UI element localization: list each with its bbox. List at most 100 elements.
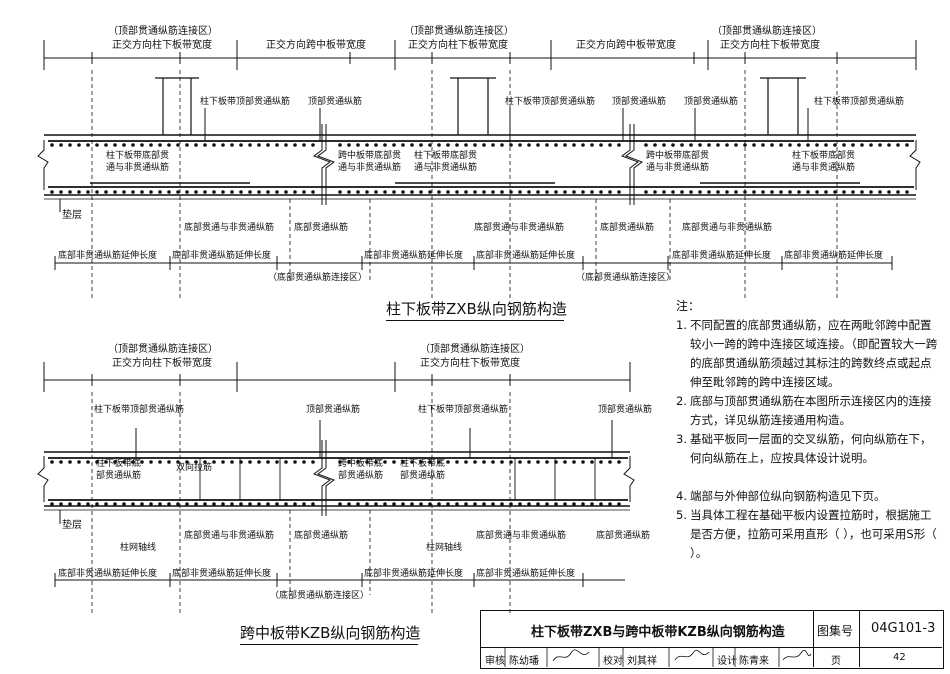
zxb-col-bottom-bar-1: 柱下板带底部贯 通与非贯通纵筋 xyxy=(106,151,170,173)
rebar-dot xyxy=(185,502,189,506)
rebar-dot xyxy=(266,190,270,194)
rebar-dot xyxy=(239,190,243,194)
rebar-dot xyxy=(653,190,657,194)
note-item-3: 3.基础平板同一层面的交叉纵筋，何向纵筋在下，何向纵筋在上，应按具体设计说明。 xyxy=(676,430,938,468)
rebar-dot xyxy=(239,502,243,506)
note-text: 当具体工程在基础平板内设置拉筋时，根据施工是否方便，拉筋可采用直形（ ），也可采… xyxy=(690,508,937,560)
rebar-dot xyxy=(95,502,99,506)
rebar-dot xyxy=(419,502,423,506)
rebar-dot xyxy=(257,460,261,464)
rebar-dot xyxy=(104,190,108,194)
rebar-dot xyxy=(401,190,405,194)
design-label: 设计 xyxy=(717,656,737,667)
zxb-extension-6: 底部非贯通纵筋延伸长度 xyxy=(784,251,884,261)
rebar-dot xyxy=(221,190,225,194)
rebar-dot xyxy=(185,143,189,147)
kzb-extension-4: 底部非贯通纵筋延伸长度 xyxy=(476,569,576,579)
rebar-dot xyxy=(275,502,279,506)
rebar-dot xyxy=(716,190,720,194)
zxb-col-bottom-bar-3: 柱下板带底部贯 通与非贯通纵筋 xyxy=(792,151,856,173)
kzb-bottom-through-2: 底部贯通纵筋 xyxy=(596,531,651,541)
zxb-bottom-through-1: 底部贯通纵筋 xyxy=(294,223,349,233)
check-label: 校对 xyxy=(603,656,623,667)
rebar-dot xyxy=(590,190,594,194)
rebar-dot xyxy=(428,143,432,147)
rebar-dot xyxy=(491,460,495,464)
zxb-col-top-bar-3: 柱下板带顶部贯通纵筋 xyxy=(814,97,905,107)
rebar-dot xyxy=(122,502,126,506)
rebar-dot xyxy=(464,460,468,464)
rebar-dot xyxy=(50,190,54,194)
rebar-dot xyxy=(599,143,603,147)
rebar-dot xyxy=(689,190,693,194)
zxb-bottom-mixed-3: 底部贯通与非贯通纵筋 xyxy=(682,223,773,233)
rebar-dot xyxy=(392,190,396,194)
rebar-dot xyxy=(563,143,567,147)
rebar-dot xyxy=(50,143,54,147)
zxb-col-top-bar-1: 柱下板带顶部贯通纵筋 xyxy=(200,97,291,107)
page-label: 页 xyxy=(831,656,841,667)
rebar-dot xyxy=(212,190,216,194)
zxb-extension-3: 底部非贯通纵筋延伸长度 xyxy=(364,251,464,261)
rebar-dot xyxy=(770,143,774,147)
rebar-dot xyxy=(392,460,396,464)
rebar-dot xyxy=(338,502,342,506)
rebar-dot xyxy=(509,143,513,147)
zxb-bottom-through-2: 底部贯通纵筋 xyxy=(600,223,655,233)
rebar-dot xyxy=(527,502,531,506)
rebar-dot xyxy=(752,143,756,147)
rebar-dot xyxy=(716,143,720,147)
note-num: 3. xyxy=(676,432,687,446)
rebar-dot xyxy=(788,190,792,194)
rebar-dot xyxy=(149,190,153,194)
rebar-dot xyxy=(212,460,216,464)
rebar-dot xyxy=(491,190,495,194)
rebar-dot xyxy=(77,502,81,506)
kzb-bottom-mixed-2: 底部贯通与非贯通纵筋 xyxy=(476,531,567,541)
rebar-dot xyxy=(536,502,540,506)
zxb-mid-strip-width-1: 正交方向跨中板带宽度 xyxy=(266,40,366,51)
rebar-dot xyxy=(734,143,738,147)
rebar-dot xyxy=(464,190,468,194)
rebar-dot xyxy=(356,460,360,464)
rebar-dot xyxy=(293,190,297,194)
rebar-dot xyxy=(509,460,513,464)
zxb-col-strip-width-3: 正交方向柱下板带宽度 xyxy=(720,40,820,51)
rebar-dot xyxy=(248,460,252,464)
rebar-dot xyxy=(140,460,144,464)
rebar-dot xyxy=(527,143,531,147)
rebar-dot xyxy=(131,190,135,194)
rebar-dot xyxy=(383,190,387,194)
rebar-dot xyxy=(77,460,81,464)
rebar-dot xyxy=(617,502,621,506)
rebar-dot xyxy=(131,502,135,506)
rebar-dot xyxy=(401,460,405,464)
rebar-dot xyxy=(68,502,72,506)
note-item-1: 1.不同配置的底部贯通纵筋，应在两毗邻跨中配置较小一跨的跨中连接区域连接。（即配… xyxy=(676,316,938,392)
rebar-dot xyxy=(446,502,450,506)
rebar-dot xyxy=(797,143,801,147)
atlas-label: 图集号 xyxy=(817,624,854,638)
kzb-extension-3: 底部非贯通纵筋延伸长度 xyxy=(364,569,464,579)
rebar-dot xyxy=(302,190,306,194)
rebar-dot xyxy=(842,143,846,147)
rebar-dot xyxy=(590,502,594,506)
rebar-dot xyxy=(707,143,711,147)
rebar-dot xyxy=(824,143,828,147)
notes-panel: 注： 1.不同配置的底部贯通纵筋，应在两毗邻跨中配置较小一跨的跨中连接区域连接。… xyxy=(676,297,938,563)
rebar-dot xyxy=(545,143,549,147)
kzb-extension-2: 底部非贯通纵筋延伸长度 xyxy=(172,569,272,579)
rebar-dot xyxy=(68,190,72,194)
rebar-dot xyxy=(239,460,243,464)
rebar-dot xyxy=(347,502,351,506)
zxb-mid-bottom-bar-2: 跨中板带底部贯 通与非贯通纵筋 xyxy=(646,151,710,173)
rebar-dot xyxy=(167,190,171,194)
note-num: 4. xyxy=(676,489,687,503)
notes-heading: 注： xyxy=(676,299,701,313)
kzb-col-bottom-bar-1: 柱下板带底 部贯通纵筋 xyxy=(96,459,142,481)
rebar-dot xyxy=(221,502,225,506)
rebar-dot xyxy=(158,190,162,194)
kzb-top-bar-2: 顶部贯通纵筋 xyxy=(598,405,653,415)
rebar-dot xyxy=(140,502,144,506)
rebar-dot xyxy=(158,502,162,506)
